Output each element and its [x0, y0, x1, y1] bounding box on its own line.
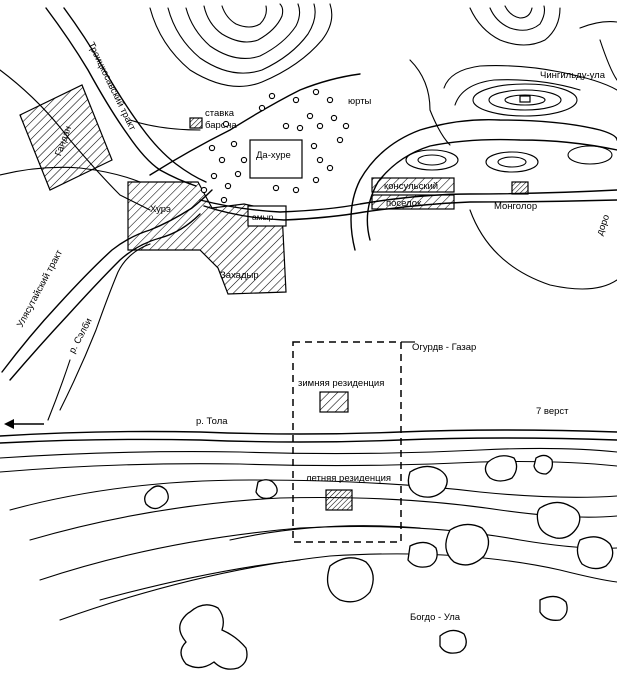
forest-patches — [144, 454, 614, 670]
yurt-marker — [282, 122, 290, 130]
yurt-marker — [326, 164, 334, 172]
amyr-label: амыр — [252, 212, 274, 222]
yurt-marker — [310, 142, 318, 150]
north-mountain-contours — [129, 3, 561, 176]
khure-label: Хурэ — [150, 204, 171, 215]
yurt-marker — [230, 140, 238, 148]
baron-hq: ставка барона — [189, 108, 237, 131]
south-terrain — [9, 479, 617, 621]
yurt-marker — [336, 136, 344, 144]
summer-residence-label: летняя резиденция — [306, 473, 391, 484]
da-khure: Да-хуре — [249, 139, 303, 179]
road-right-label: доро — [594, 213, 612, 237]
yurt-marker — [312, 176, 320, 184]
hatched-square-icon — [189, 117, 203, 129]
residence-boundary — [292, 341, 402, 543]
yurt-marker — [268, 92, 276, 100]
yurt-marker — [306, 112, 314, 120]
consular-label-2: поселок — [386, 198, 422, 209]
tola-river: р. Тола 7 верст — [0, 406, 617, 473]
yurts-label: юрты — [348, 96, 372, 107]
consular-settlement: консульский поселок — [371, 177, 455, 210]
yurt-marker — [208, 144, 216, 152]
zakhadyr-label: Захадыр — [220, 270, 259, 281]
uliastai-road-label: Улясутайский тракт — [15, 248, 65, 330]
tola-river-label: р. Тола — [196, 416, 228, 427]
yurt-marker — [218, 156, 226, 164]
khure-area: Хурэ Захадыр амыр — [127, 181, 287, 295]
yurt-marker — [220, 196, 228, 204]
ogurdv-gazar-label: Огурдв - Газар — [412, 342, 476, 353]
yurt-marker — [210, 172, 218, 180]
hatched-square-icon — [319, 391, 349, 413]
yurt-marker — [326, 96, 334, 104]
mongolor-label: Монголор — [494, 201, 537, 212]
consular-label-1: консульский — [384, 181, 438, 192]
yurt-marker — [222, 120, 230, 128]
yurt-marker — [258, 104, 266, 112]
selbe-river-label: р. Сэлби — [67, 316, 95, 355]
da-khure-label: Да-хуре — [256, 150, 291, 161]
gandan-monastery: Гандан — [19, 84, 113, 191]
yurt-marker — [292, 186, 300, 194]
summer-residence: летняя резиденция — [306, 473, 391, 511]
yurt-marker — [224, 182, 232, 190]
yurt-marker — [200, 186, 208, 194]
yurt-marker — [234, 170, 242, 178]
yurt-marker — [330, 114, 338, 122]
winter-residence: зимняя резиденция — [298, 378, 384, 413]
mongolor: Монголор — [494, 181, 537, 212]
hatched-square-icon — [325, 489, 353, 511]
yurt-marker — [240, 156, 248, 164]
hatched-square-icon — [511, 181, 529, 195]
chingiltu-ula-label: Чингильду-ула — [540, 70, 606, 81]
yurt-marker — [312, 88, 320, 96]
chingiltu-ula-contours: Чингильду-ула — [350, 21, 617, 290]
yurt-marker — [342, 122, 350, 130]
baron-hq-label-2: барона — [205, 120, 237, 131]
yurt-marker — [272, 184, 280, 192]
arrow-left-icon — [4, 419, 44, 429]
yurt-marker — [292, 96, 300, 104]
yurt-marker — [316, 122, 324, 130]
bogdo-ula-label: Богдо - Ула — [410, 612, 461, 623]
yurts-cluster — [200, 88, 350, 204]
yurt-marker — [316, 156, 324, 164]
winter-residence-label: зимняя резиденция — [298, 378, 384, 389]
baron-hq-label-1: ставка — [205, 108, 235, 119]
seven-versts-label: 7 верст — [536, 406, 569, 417]
yurt-marker — [296, 124, 304, 132]
